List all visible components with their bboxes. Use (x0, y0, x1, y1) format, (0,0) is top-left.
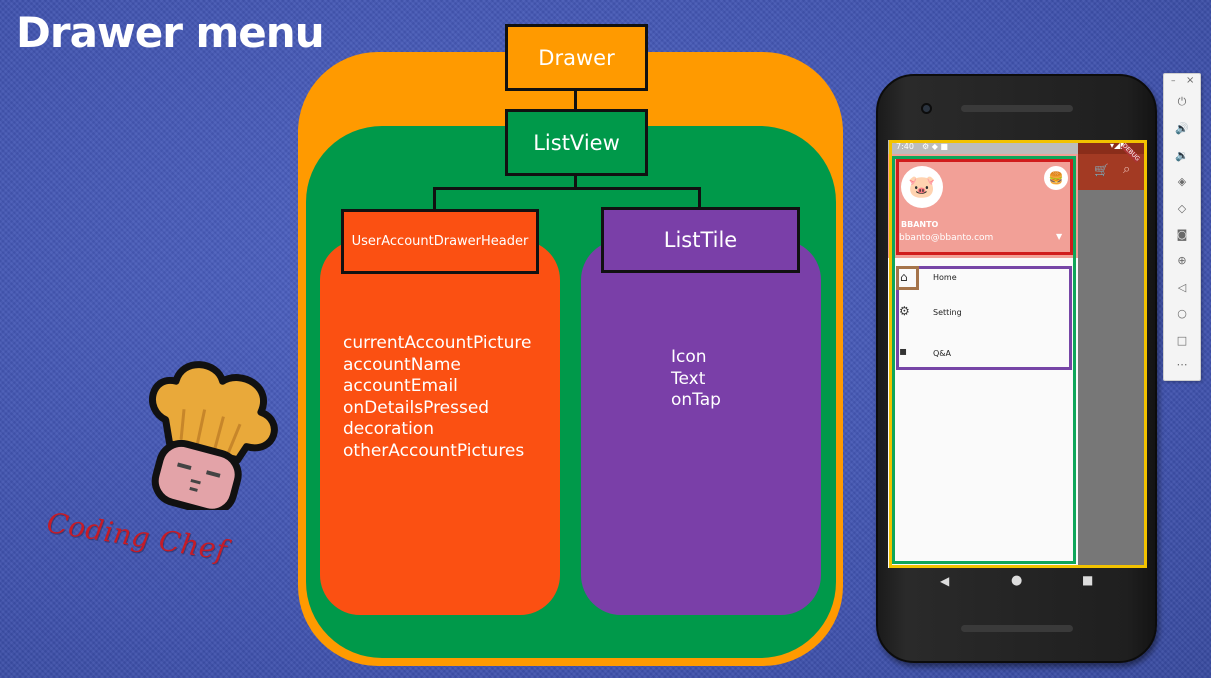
property-item: Icon (671, 347, 707, 367)
property-item: accountName (343, 354, 461, 375)
connector-listview-stem (574, 176, 577, 190)
zoom-icon[interactable]: ⊕ (1177, 254, 1187, 267)
slide-title: Drawer menu (16, 8, 325, 57)
settings-icon: ⚙ (899, 304, 910, 318)
chef-avatar-icon: 🐷 (908, 174, 936, 200)
home-icon: ⌂ (900, 270, 908, 284)
status-icons: ⚙ ◆ ■ (922, 142, 948, 151)
status-time: 7:40 (896, 142, 914, 151)
account-name: BBANTO (901, 220, 939, 229)
speaker-bottom (961, 625, 1073, 632)
dropdown-arrow-icon[interactable]: ▼ (1056, 232, 1063, 241)
tile-label: Home (933, 273, 957, 282)
volume-up-icon[interactable]: 🔊 (1175, 122, 1189, 135)
coding-chef-text: Coding Chef (44, 505, 230, 568)
connector-header (433, 187, 436, 209)
close-button[interactable]: × (1186, 75, 1195, 86)
tiles-highlight (896, 266, 1072, 370)
property-item: decoration (343, 419, 434, 440)
tile-property-list: Icon Text onTap (671, 347, 721, 412)
listview-highlight (892, 156, 1076, 564)
list-tile-qa[interactable]: ▪ Q&A (896, 340, 1072, 366)
connector-horizontal (433, 187, 701, 190)
android-nav-bar: ◀ ● ■ (888, 568, 1146, 596)
status-bar: 7:40 ⚙ ◆ ■ (888, 140, 1078, 154)
rotate-left-icon[interactable]: ◈ (1177, 175, 1187, 188)
drawer-highlight (889, 140, 1147, 568)
back-icon[interactable]: ◁ (1177, 281, 1187, 294)
property-item: onDetailsPressed (343, 397, 490, 418)
minimize-button[interactable]: – (1171, 76, 1176, 86)
connector-drawer-listview (574, 91, 577, 109)
rotate-right-icon[interactable]: ◇ (1177, 202, 1187, 215)
power-icon[interactable]: ⏻ (1177, 95, 1187, 108)
emulator-toolbar (1163, 73, 1201, 381)
list-tile-node: ListTile (601, 207, 800, 273)
listview-node: ListView (505, 109, 648, 176)
chef-hat-icon: 🍔 (1048, 171, 1064, 185)
header-properties-panel (320, 240, 560, 615)
header-property-list: currentAccountPicture accountName accoun… (343, 333, 531, 463)
property-item: onTap (671, 390, 721, 411)
header-highlight (896, 159, 1073, 255)
forum-icon: ▪ (899, 344, 908, 358)
icon-highlight (896, 266, 919, 290)
property-item: accountEmail (343, 376, 458, 397)
speaker-top (961, 105, 1073, 112)
cart-icon[interactable]: 🛒 (1094, 163, 1109, 177)
current-account-avatar[interactable]: 🐷 (901, 166, 943, 208)
tile-properties-panel (581, 240, 821, 615)
status-right-icons: ▾◢▮ (1110, 141, 1125, 150)
account-email: bbanto@bbanto.com (899, 233, 994, 243)
connector-tile (698, 187, 701, 207)
volume-down-icon[interactable]: 🔉 (1175, 149, 1189, 162)
property-item: Text (671, 368, 706, 389)
search-icon[interactable]: ⌕ (1123, 162, 1131, 177)
overview-icon[interactable]: ■ (1082, 573, 1094, 587)
home-button-icon[interactable]: ● (1011, 573, 1023, 588)
user-account-drawer-header-node: UserAccountDrawerHeader (341, 209, 539, 274)
front-camera (921, 103, 932, 114)
list-tile-home[interactable]: ⌂ Home (896, 266, 1072, 292)
overview-icon[interactable]: □ (1176, 334, 1188, 347)
more-icon[interactable]: ⋯ (1176, 358, 1188, 371)
property-item: currentAccountPicture (343, 333, 532, 353)
tile-label: Q&A (933, 349, 952, 358)
chef-mascot-logo (149, 361, 278, 510)
property-item: otherAccountPictures (343, 440, 525, 461)
home-icon[interactable]: ○ (1177, 307, 1187, 320)
back-icon[interactable]: ◀ (940, 574, 950, 588)
list-tile-setting[interactable]: ⚙ Setting (896, 300, 1072, 326)
camera-icon[interactable]: ◙ (1176, 228, 1188, 241)
other-account-avatar[interactable]: 🍔 (1044, 166, 1068, 190)
tile-label: Setting (933, 308, 962, 317)
drawer-node: Drawer (505, 24, 648, 91)
